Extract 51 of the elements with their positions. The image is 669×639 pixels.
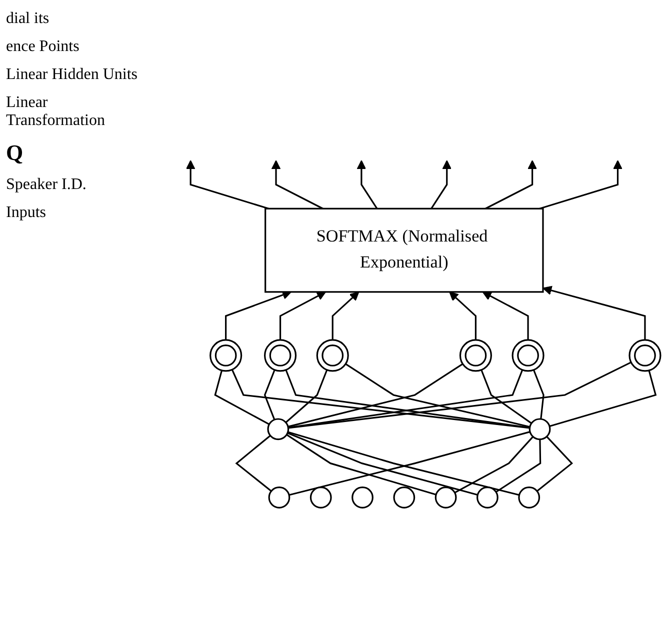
layer-label: Linear Hidden Units [6, 66, 138, 84]
node-circle [267, 418, 290, 440]
connector [286, 434, 436, 496]
layer-label: Linear Transformation [6, 94, 106, 130]
arrow [186, 160, 269, 210]
matrix-symbol: Q [6, 140, 24, 166]
node-circle [268, 486, 290, 508]
node-circle [316, 339, 349, 372]
connector [231, 369, 530, 429]
connector [264, 370, 276, 420]
node-circle [528, 418, 551, 440]
node-circle [518, 486, 540, 508]
connector [454, 436, 534, 494]
node-circle [434, 486, 457, 508]
arrow [271, 160, 324, 210]
arrow [332, 292, 360, 340]
connector [480, 370, 532, 424]
arrow [356, 160, 378, 210]
connector [287, 432, 478, 496]
node-circle [310, 486, 332, 508]
node-circle [352, 486, 374, 508]
connector [288, 363, 464, 428]
node-circle [628, 339, 662, 372]
connector [532, 370, 544, 420]
arrow [279, 292, 326, 340]
connector [345, 363, 530, 428]
connector [214, 370, 270, 426]
node-box: SOFTMAX (Normalised Exponential) [264, 208, 544, 293]
arrow [449, 292, 476, 340]
arrow [539, 160, 622, 210]
arrow [430, 160, 452, 210]
layer-label: Inputs [6, 204, 46, 222]
node-circle [459, 339, 492, 372]
arrow [542, 286, 646, 340]
connector [285, 370, 328, 424]
connector [549, 370, 657, 428]
layer-label: Speaker I.D. [6, 176, 86, 194]
connector [496, 439, 542, 493]
layer-label: ence Points [6, 38, 80, 56]
node-circle [476, 486, 498, 508]
connector [536, 436, 573, 492]
layer-label: dial its [6, 10, 50, 28]
connector [235, 435, 272, 492]
connector [288, 362, 632, 429]
node-circle [210, 339, 242, 372]
arrow [482, 292, 529, 340]
node-circle [512, 339, 544, 372]
node-circle [393, 486, 416, 508]
node-circle [264, 339, 297, 372]
arrow [485, 160, 537, 210]
arrow [225, 290, 292, 340]
